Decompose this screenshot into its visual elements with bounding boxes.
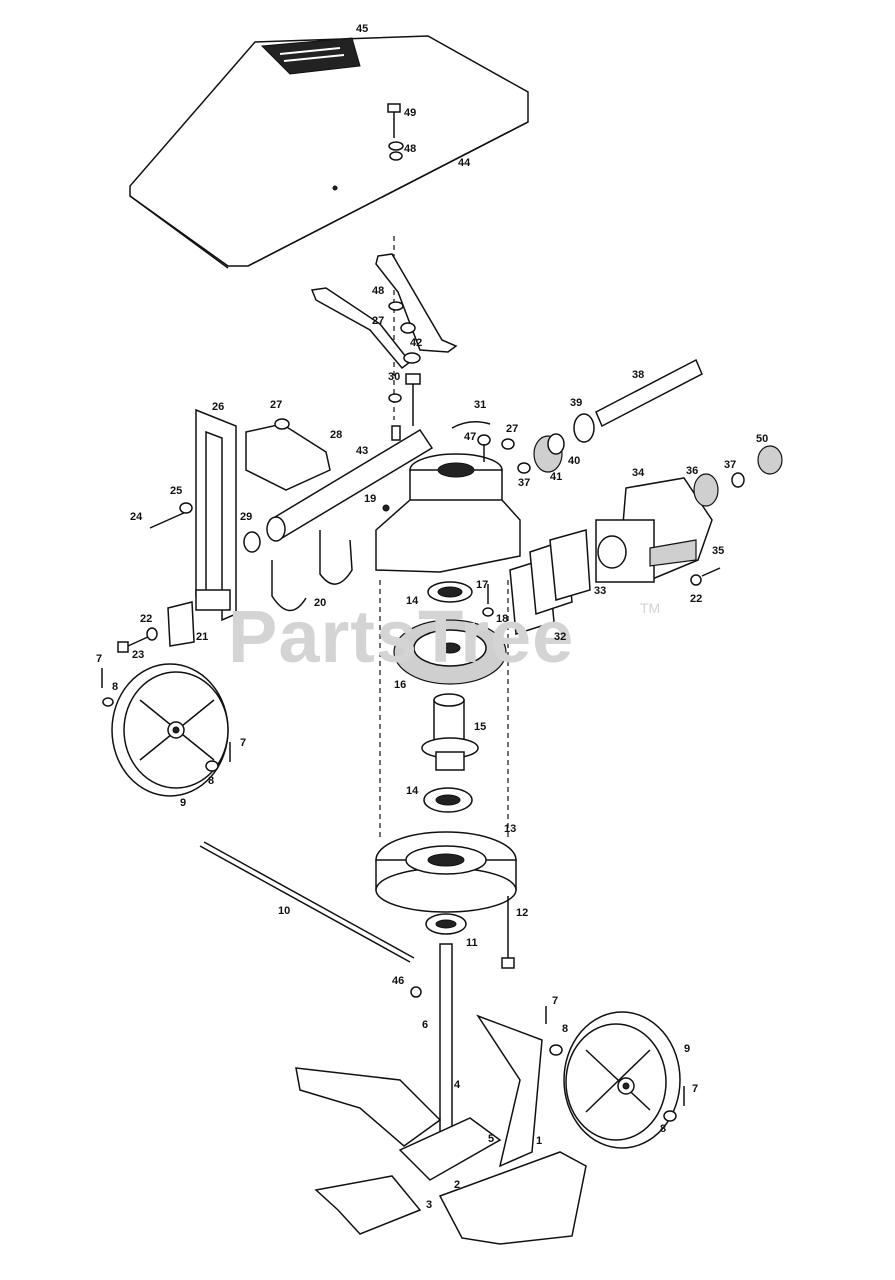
watermark: PartsTree — [228, 595, 575, 678]
callout-label: 27 — [372, 315, 385, 327]
callout-label: 5 — [488, 1133, 495, 1145]
callout-label: 10 — [278, 905, 291, 917]
callout-label: 48 — [404, 143, 417, 155]
callout-label: 50 — [756, 433, 769, 445]
callout-label: 43 — [356, 445, 369, 457]
callout-label: 27 — [506, 423, 519, 435]
callout-label: 7 — [240, 737, 247, 749]
side-bracket — [195, 408, 237, 622]
tines — [295, 1014, 587, 1245]
bolt-23 — [117, 627, 158, 653]
frame-tube — [243, 428, 434, 553]
pinion-gear — [533, 433, 565, 473]
callout-label: 39 — [570, 397, 583, 409]
callout-label: 25 — [170, 485, 183, 497]
lower-bearing — [423, 787, 473, 813]
callout-label: 6 — [422, 1019, 429, 1031]
bevel-gear — [393, 619, 507, 685]
callout-label: 12 — [516, 907, 529, 919]
callout-label: 47 — [464, 431, 477, 443]
upper-bearing — [427, 581, 473, 603]
carriage-bolt-top — [387, 103, 404, 161]
callout-label: 42 — [410, 337, 423, 349]
small-bolts — [410, 421, 721, 998]
callout-label: 30 — [388, 371, 401, 383]
callout-label: 35 — [712, 545, 725, 557]
callout-label: 23 — [132, 649, 145, 661]
callout-label: 19 — [364, 493, 377, 505]
handle-brackets — [310, 253, 458, 370]
callout-label: 29 — [240, 511, 253, 523]
callout-label: 7 — [96, 653, 103, 665]
callout-label: 8 — [112, 681, 119, 693]
right-wheel — [563, 1011, 681, 1149]
hub — [421, 693, 479, 771]
callout-label: 27 — [270, 399, 283, 411]
callout-label: 48 — [372, 285, 385, 297]
callout-label: 21 — [196, 631, 209, 643]
decal-label — [260, 37, 361, 75]
callout-label: 1 — [536, 1135, 543, 1147]
callout-label: 37 — [724, 459, 737, 471]
spacer-plate — [167, 601, 195, 647]
callout-label: 22 — [690, 593, 703, 605]
callout-label: 33 — [594, 585, 607, 597]
callout-label: 24 — [130, 511, 143, 523]
callout-label: 3 — [426, 1199, 433, 1211]
callout-label: 8 — [660, 1123, 667, 1135]
callout-label: 46 — [392, 975, 405, 987]
callout-label: 8 — [208, 775, 215, 787]
bolt-24 — [149, 502, 193, 529]
clamp-bracket — [245, 418, 331, 491]
callout-label: 38 — [632, 369, 645, 381]
coupling — [693, 445, 783, 507]
side-gear-housing — [595, 477, 713, 583]
axle-rod — [199, 841, 415, 963]
callout-label: 22 — [140, 613, 153, 625]
callout-label: 15 — [474, 721, 487, 733]
callout-label: 2 — [454, 1179, 461, 1191]
callout-label: 14 — [406, 595, 419, 607]
callout-label: 41 — [550, 471, 563, 483]
callout-label: 11 — [466, 937, 478, 949]
callout-label: 7 — [552, 995, 559, 1007]
callout-label: 45 — [356, 23, 369, 35]
long-bolt — [501, 896, 515, 969]
tine-shaft — [439, 943, 453, 1135]
trademark-mark: TM — [640, 600, 661, 616]
left-wheel — [111, 663, 229, 797]
callout-label: 13 — [504, 823, 517, 835]
callout-label: 26 — [212, 401, 225, 413]
input-shaft — [573, 358, 703, 443]
oil-seal — [425, 913, 467, 935]
callout-label: 9 — [684, 1043, 691, 1055]
callout-label: 40 — [568, 455, 581, 467]
callout-label: 9 — [180, 797, 187, 809]
callout-label: 31 — [474, 399, 487, 411]
callout-label: 17 — [476, 579, 489, 591]
u-bolt — [271, 530, 353, 612]
callout-label: 28 — [330, 429, 343, 441]
gaskets — [509, 529, 591, 635]
shield-plate — [129, 35, 529, 269]
gearbox-lower-housing — [375, 831, 517, 913]
callout-label: 20 — [314, 597, 327, 609]
callout-label: 36 — [686, 465, 699, 477]
callout-label: 14 — [406, 785, 419, 797]
bolt-30 — [388, 373, 421, 441]
callout-label: 34 — [632, 467, 645, 479]
callout-label: 37 — [518, 477, 531, 489]
callout-label: 4 — [454, 1079, 461, 1091]
callout-label: 16 — [394, 679, 407, 691]
callout-label: 49 — [404, 107, 417, 119]
callout-label: 32 — [554, 631, 567, 643]
callout-label: 8 — [562, 1023, 569, 1035]
gearbox-upper-housing — [375, 453, 521, 573]
callout-label: 7 — [692, 1083, 699, 1095]
callout-label: 44 — [458, 157, 471, 169]
callout-label: 18 — [496, 613, 509, 625]
